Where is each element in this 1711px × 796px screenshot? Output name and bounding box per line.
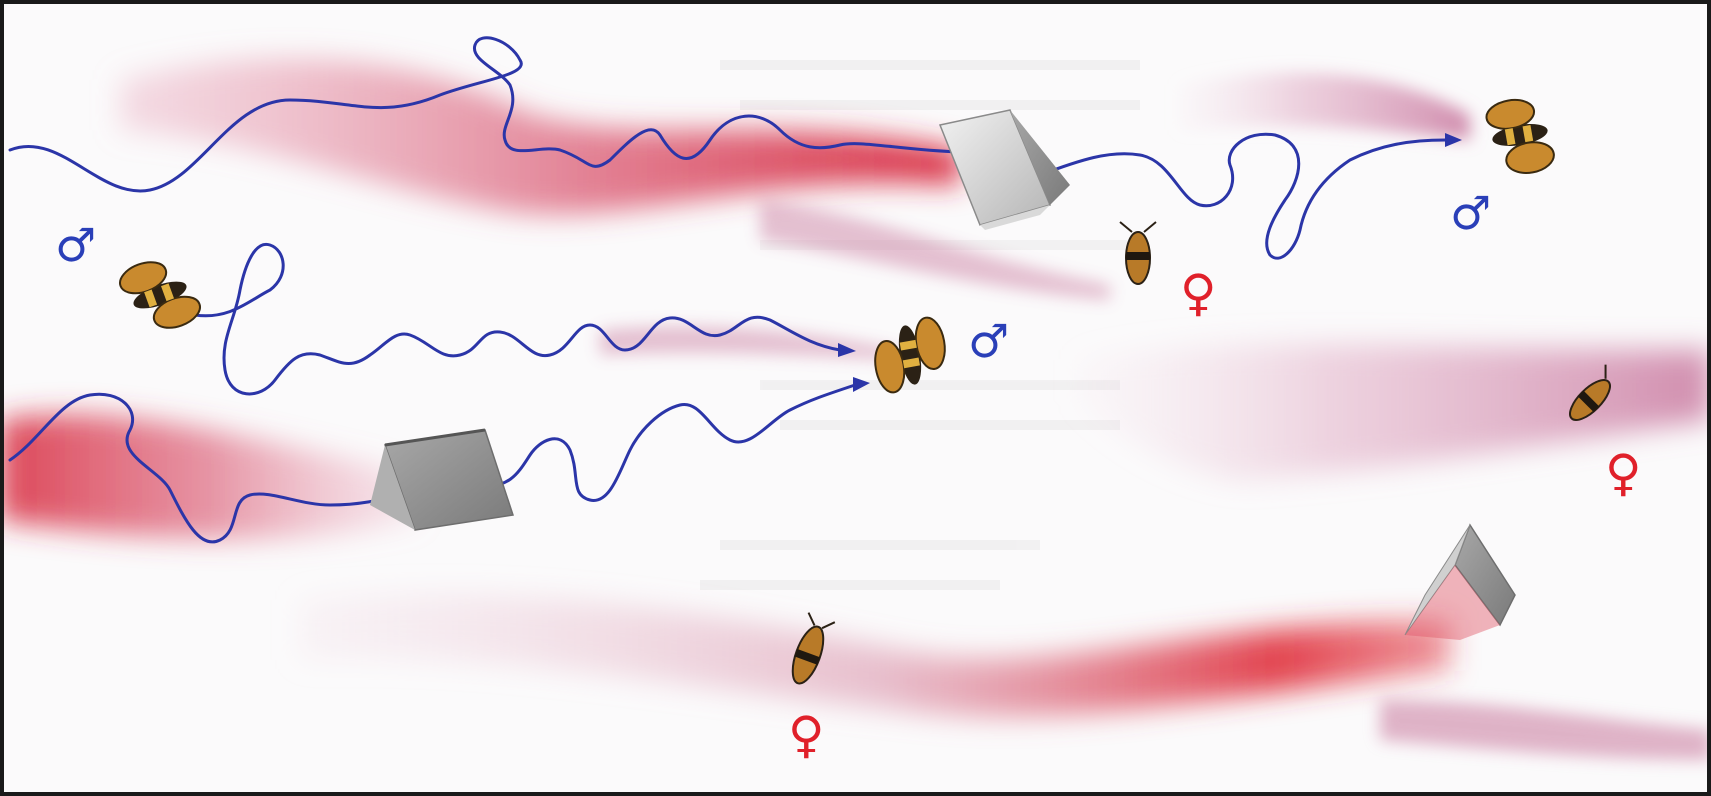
male-symbol-icon: ♂ [55, 222, 96, 268]
male-symbol-icon: ♂ [1450, 190, 1491, 236]
female-symbol-icon: ♀ [1605, 448, 1642, 498]
female-symbol-icon: ♀ [788, 710, 825, 760]
female-symbol-icon: ♀ [1180, 268, 1217, 318]
male-symbol-icon: ♂ [968, 318, 1009, 364]
